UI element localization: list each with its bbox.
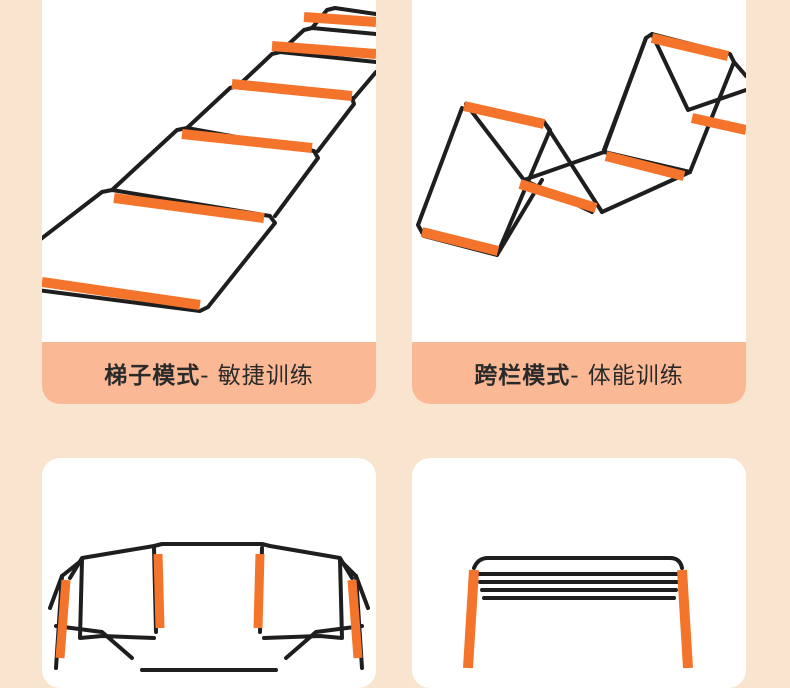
caption-title: 跨栏模式 [474, 363, 571, 389]
caption-bar: 梯子模式- 敏捷训练 [42, 342, 376, 404]
product-card-ring-mode [42, 458, 376, 688]
caption-bar: 跨栏模式- 体能训练 [412, 342, 746, 404]
octagon-ring-illustration [48, 542, 370, 672]
stacked-hurdle-illustration [463, 556, 693, 669]
caption-subtitle: - 体能训练 [570, 363, 684, 389]
product-card-hurdle-mode: 跨栏模式- 体能训练 [412, 0, 746, 404]
caption-subtitle: - 敏捷训练 [200, 363, 314, 389]
caption-title: 梯子模式 [104, 363, 201, 389]
product-card-ladder-mode: 梯子模式- 敏捷训练 [42, 0, 376, 404]
hurdle-mode-illustration [416, 32, 746, 257]
agility-ladder-illustration [42, 6, 376, 313]
product-card-stacked-mode [412, 458, 746, 688]
